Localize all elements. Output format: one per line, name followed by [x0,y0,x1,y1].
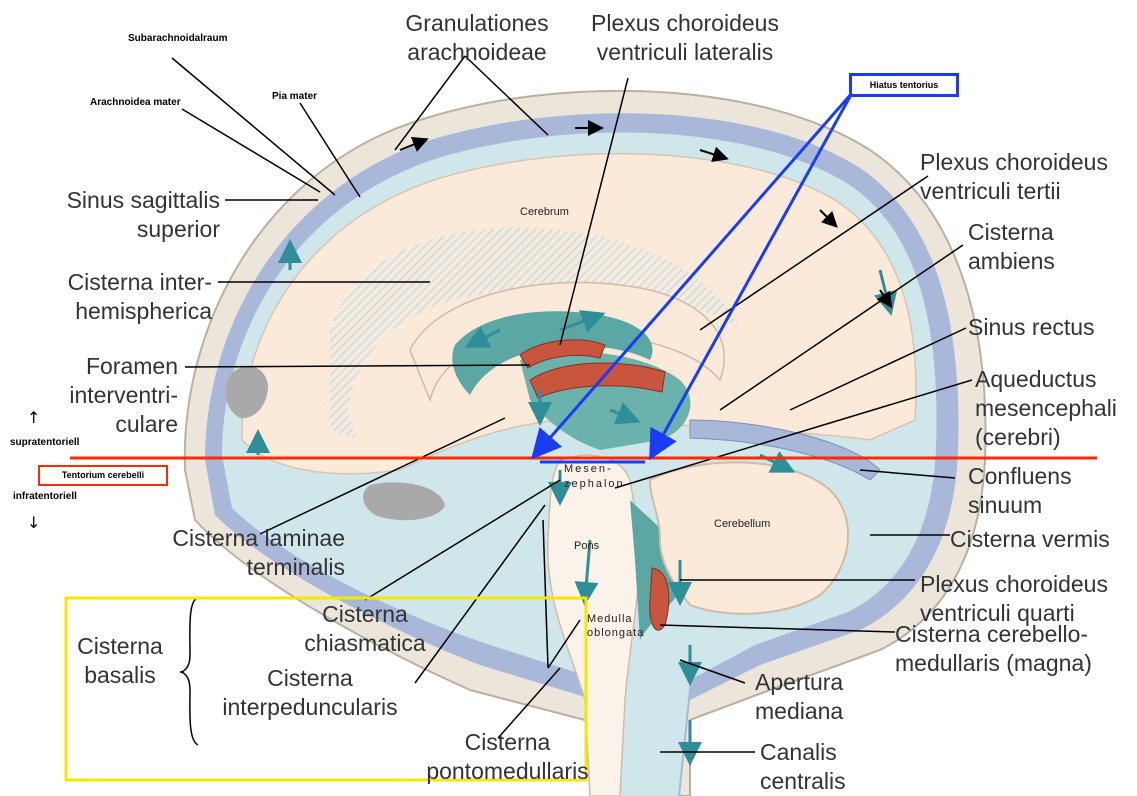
label-granulationes: Granulationes arachnoideae [377,9,577,67]
label-infratentoriell: infratentoriell [13,491,77,502]
label-cerebellum: Cerebellum [714,518,770,530]
down-arrow-icon: ↓ [27,513,40,532]
label-sinus-sagittalis: Sinus sagittalis superior [0,186,220,244]
label-subarachnoidalraum: Subarachnoidalraum [128,33,227,44]
label-canalis-centralis: Canalis centralis [760,738,846,796]
up-arrow-icon: ↑ [27,408,40,427]
label-pia-mater: Pia mater [272,91,317,102]
label-cisterna-basalis: Cisterna basalis [60,632,180,690]
label-cisterna-cerebellomedullaris: Cisterna cerebello- medullaris (magna) [895,620,1092,678]
hiatus-tentorius-box: Hiatus tentorius [849,73,959,97]
label-aqueductus: Aqueductus mesencephali (cerebri) [975,365,1117,452]
label-cisterna-chiasmatica: Cisterna chiasmatica [290,600,440,658]
tentorium-cerebelli-box: Tentorium cerebelli [38,465,168,486]
cisterna-basalis-brace [180,598,198,745]
label-confluens-sinuum: Confluens sinuum [968,462,1072,520]
label-apertura-mediana: Apertura mediana [755,668,843,726]
label-pons: Pons [574,540,599,552]
label-cisterna-laminae: Cisterna laminae terminalis [100,524,345,582]
label-sinus-rectus: Sinus rectus [968,313,1095,342]
label-cisterna-vermis: Cisterna vermis [950,525,1110,554]
label-arachnoidea-mater: Arachnoidea mater [90,97,181,108]
label-cisterna-interhemispherica: Cisterna inter- hemispherica [0,268,212,326]
label-plexus-tertii: Plexus choroideus ventriculi tertii [920,148,1108,206]
label-tentorium-cerebelli: Tentorium cerebelli [40,467,166,484]
label-cisterna-ambiens: Cisterna ambiens [968,218,1055,276]
label-plexus-lateralis: Plexus choroideus ventriculi lateralis [575,9,795,67]
label-mesencephalon: Mesen- zephalon [564,462,625,492]
label-cerebrum: Cerebrum [520,206,569,218]
label-hiatus-tentorius: Hiatus tentorius [852,76,956,94]
label-cisterna-pontomedullaris: Cisterna pontomedullaris [425,728,590,786]
label-cisterna-interpeduncularis: Cisterna interpeduncularis [205,664,415,722]
label-supratentoriell: supratentoriell [10,437,79,448]
label-medulla-oblongata: Medulla oblongata [587,612,644,640]
